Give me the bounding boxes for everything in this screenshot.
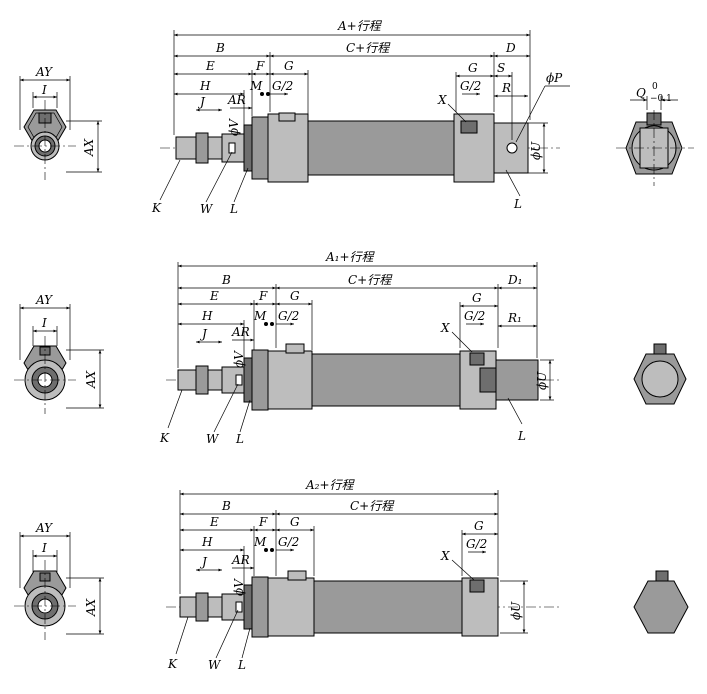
f-label-bottom: F (258, 515, 268, 529)
x-label-bottom: X (440, 549, 450, 563)
h-label-bottom: H (201, 535, 213, 549)
left-end-view-top: AY I AX (14, 65, 102, 180)
b-label-top: B (215, 41, 225, 55)
j-label-bottom: J (199, 555, 208, 569)
k-label-bottom: K (167, 657, 178, 671)
j-label-middle: J (199, 327, 208, 341)
i-label-top: I (41, 83, 47, 97)
view-top: AY I AX (14, 19, 694, 216)
d-label-middle: D₁ (507, 273, 522, 287)
left-end-view-bottom: AY I AX (14, 521, 104, 640)
e-label-top: E (205, 59, 215, 73)
d-label-top: D (505, 41, 516, 55)
g2-right-label-bottom: G/2 (466, 537, 487, 551)
m-label-middle: M (253, 309, 267, 323)
g2-right-label-middle: G/2 (464, 309, 485, 323)
g-label-bottom: G (290, 515, 300, 529)
b-label-bottom: B (221, 499, 231, 513)
g2-label-top: G/2 (272, 79, 293, 93)
l-label-top: L (229, 202, 238, 216)
k-label-top: K (151, 201, 162, 215)
b-label-middle: B (221, 273, 231, 287)
j-label-top: J (197, 95, 206, 109)
f-label-middle: F (258, 289, 268, 303)
ay-label-top: AY (35, 65, 53, 79)
overall-label-top: A+行程 (337, 19, 383, 33)
view-bottom: AY I AX (14, 478, 689, 672)
u-label-bottom: ϕU (509, 601, 523, 620)
u-label-middle: ϕU (535, 371, 549, 390)
ax-label-top: AX (82, 138, 96, 157)
h-label-middle: H (201, 309, 213, 323)
w-label-middle: W (206, 432, 220, 446)
ar-label-bottom: AR (231, 553, 250, 567)
e-label-middle: E (209, 289, 219, 303)
r-label-middle: R₁ (507, 311, 522, 325)
ax-label-middle: AX (84, 370, 98, 389)
m-label-top: M (249, 79, 263, 93)
cylinder-middle (166, 343, 562, 411)
ay-label-middle: AY (35, 293, 53, 307)
g-label-middle: G (290, 289, 300, 303)
right-end-view-bottom (633, 570, 689, 634)
v-label-middle: ϕV (232, 350, 246, 368)
s-label-top: S (497, 61, 505, 75)
dims-middle: A₁+行程 B C+行程 D₁ E F G H M G/2 (159, 250, 554, 446)
v-label-bottom: ϕV (232, 578, 246, 596)
right-end-view-top: Q 0 −0.1 (616, 82, 694, 186)
w-label-bottom: W (208, 658, 222, 672)
overall-label-bottom: A₂+行程 (305, 478, 356, 492)
dims-top: A+行程 B C+行程 D E F G H M G/2 (151, 19, 570, 216)
ar-label-top: AR (227, 93, 246, 107)
cylinder-top (160, 112, 560, 183)
l-label-middle: L (235, 432, 244, 446)
q-label-top: Q (636, 86, 646, 100)
r-label-top: R (501, 81, 511, 95)
g2-right-label-top: G/2 (460, 79, 481, 93)
l2-label-middle: L (517, 429, 526, 443)
overall-label-middle: A₁+行程 (325, 250, 376, 264)
m-label-bottom: M (253, 535, 267, 549)
v-label-top: ϕV (227, 118, 241, 136)
right-end-view-middle (633, 343, 687, 405)
c-label-middle: C+行程 (348, 273, 393, 287)
q-tol-lower: −0.1 (650, 94, 672, 104)
ar-label-middle: AR (231, 325, 250, 339)
left-end-view-middle: AY I AX (14, 293, 104, 414)
p-label-top: ϕP (546, 71, 563, 85)
ax-label-bottom: AX (84, 598, 98, 617)
g2-label-middle: G/2 (278, 309, 299, 323)
h-label-top: H (199, 79, 211, 93)
x-label-top: X (437, 93, 447, 107)
x-label-middle: X (440, 321, 450, 335)
l-label-bottom: L (237, 658, 246, 672)
cylinder-bottom (166, 570, 560, 638)
f-label-top: F (255, 59, 265, 73)
c-label-bottom: C+行程 (350, 499, 395, 513)
ay-label-bottom: AY (35, 521, 53, 535)
i-label-middle: I (41, 316, 47, 330)
w-label-top: W (200, 202, 214, 216)
i-label-bottom: I (41, 541, 47, 555)
l2-label-top: L (513, 197, 522, 211)
g-right-label-bottom: G (474, 519, 484, 533)
view-middle: AY I AX (14, 250, 687, 446)
g-right-label-middle: G (472, 291, 482, 305)
q-tol-upper: 0 (652, 82, 658, 92)
k-label-middle: K (159, 431, 170, 445)
g-label-top: G (284, 59, 294, 73)
c-label-top: C+行程 (346, 41, 391, 55)
dims-bottom: A₂+行程 B C+行程 E F G H M G/2 J AR (167, 478, 528, 672)
u-label-top: ϕU (529, 141, 543, 160)
g-right-label-top: G (468, 61, 478, 75)
g2-label-bottom: G/2 (278, 535, 299, 549)
e-label-bottom: E (209, 515, 219, 529)
